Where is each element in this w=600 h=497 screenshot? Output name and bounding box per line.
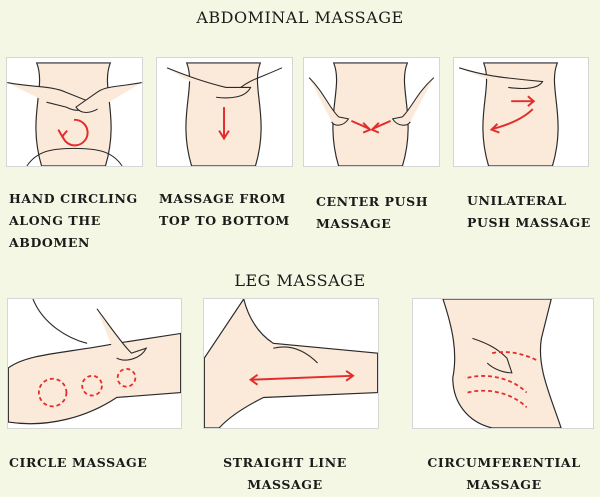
circumferential-illustration — [412, 298, 594, 429]
circumferential-label: CIRCUMFERENTIAL MASSAGE — [427, 455, 581, 492]
unilateral-push-label: UNILATERAL PUSH MASSAGE — [467, 193, 591, 230]
top-to-bottom-illustration — [156, 57, 293, 167]
circle-massage-label: CIRCLE MASSAGE — [9, 455, 148, 470]
unilateral-push-illustration — [453, 57, 589, 167]
hand-circling-illustration — [6, 57, 143, 167]
straight-line-illustration — [203, 298, 379, 429]
hand-circling-label: HAND CIRCLING ALONG THE ABDOMEN — [9, 191, 138, 250]
top-to-bottom-label: MASSAGE FROM TOP TO BOTTOM — [159, 191, 290, 228]
straight-line-label: STRAIGHT LINE MASSAGE — [223, 455, 347, 492]
center-push-label: CENTER PUSH MASSAGE — [316, 194, 429, 231]
abdominal-massage-title: ABDOMINAL MASSAGE — [196, 8, 404, 27]
center-push-illustration — [303, 57, 440, 167]
circle-massage-illustration — [7, 298, 182, 429]
leg-massage-title: LEG MASSAGE — [234, 271, 366, 290]
